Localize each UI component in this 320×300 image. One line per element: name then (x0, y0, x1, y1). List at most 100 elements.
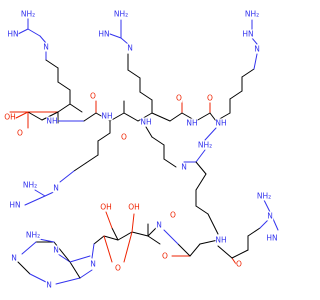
bond (199, 239, 219, 245)
bond (229, 90, 243, 100)
atom-label-text: O (90, 92, 96, 101)
atom-label-background (186, 118, 198, 128)
atom-label-text: HN (9, 201, 20, 210)
bond (137, 112, 153, 122)
atom-label-background (169, 210, 177, 220)
atom-label-text: OH (4, 113, 16, 122)
bond (15, 111, 29, 119)
bond (34, 189, 46, 197)
atom-label-background (215, 118, 227, 128)
bond (253, 53, 258, 70)
atom-label-text: N (127, 44, 133, 53)
bond (53, 241, 71, 263)
atom-label-hn-g4: HN (242, 29, 254, 39)
atom-label-background (175, 93, 183, 103)
atom-label-text: NH₂ (21, 10, 35, 19)
bond (117, 231, 133, 241)
atom-label-oh-acid: OH (4, 112, 16, 122)
bond (263, 199, 271, 213)
atom-label-n-g5: N (180, 162, 188, 172)
bond (147, 227, 157, 237)
bond (251, 37, 258, 45)
bond (151, 136, 165, 146)
bond (217, 245, 233, 259)
bond (17, 28, 29, 35)
atom-label-text: N (90, 260, 96, 269)
bond (231, 257, 237, 265)
bond (169, 112, 183, 122)
atom-label-text: NH₂ (114, 10, 128, 19)
atom-label-background (235, 259, 243, 269)
bond (59, 170, 75, 183)
bond-layer (9, 17, 279, 285)
atom-label-layer: NH₂HNNOHONHONH₂HNNNHONH₂HNNNHONHONH₂HNNN… (4, 9, 278, 290)
atom-label-nh2-g5: NH₂ (197, 140, 213, 150)
bond (17, 261, 31, 275)
bond (195, 149, 206, 163)
atom-label-o-1: O (89, 91, 97, 101)
bond (139, 91, 153, 101)
atom-label-background (206, 93, 214, 103)
atom-label-n-ade3: N (45, 280, 53, 290)
atom-label-background (9, 200, 21, 210)
atom-label-text: O (236, 260, 242, 269)
atom-label-n-g3: N (126, 43, 134, 53)
atom-label-background (25, 230, 41, 240)
bond (69, 103, 83, 113)
bond (27, 28, 41, 37)
atom-label-nh2-ade: NH₂ (25, 230, 41, 240)
atom-label-text: N (156, 221, 162, 230)
atom-label-hn-g3: HN (98, 29, 110, 39)
atom-label-background (128, 202, 140, 212)
bond (127, 69, 141, 79)
bond (207, 213, 219, 235)
bond (21, 241, 37, 255)
bond (91, 243, 95, 259)
bond (24, 195, 46, 206)
atom-label-nh2-g4: NH₂ (244, 9, 260, 19)
atom-label-n-ade2: N (52, 245, 60, 255)
atom-label-text: N (53, 184, 59, 193)
atom-label-hn-g1: HN (7, 29, 19, 39)
atom-label-background (155, 220, 163, 230)
bond (93, 235, 105, 245)
atom-label-text: NH (186, 119, 197, 128)
atom-label-background (242, 29, 254, 39)
bond (73, 162, 87, 172)
bond (195, 205, 209, 215)
atom-label-background (22, 180, 38, 190)
atom-label-background (89, 91, 97, 101)
atom-label-text: N (11, 254, 17, 263)
bond (29, 273, 47, 283)
atom-label-n-ade1: N (10, 253, 18, 263)
bond (55, 277, 81, 285)
bond (109, 33, 122, 39)
atom-label-n-g4: N (253, 44, 261, 54)
atom-label-text: HN (266, 234, 277, 243)
atom-label-text: O (121, 133, 127, 142)
bond (151, 112, 171, 122)
atom-label-n-g2: N (52, 183, 60, 193)
bond (97, 132, 111, 142)
atom-label-background (101, 111, 113, 121)
atom-label-background (197, 140, 213, 150)
atom-label-text: NH₂ (23, 181, 37, 190)
atom-label-nh-6: NH (215, 235, 227, 245)
atom-label-text: NH (46, 117, 57, 126)
bond (131, 213, 135, 233)
atom-label-text: N (43, 43, 49, 52)
atom-label-text: HN (242, 30, 253, 39)
bond (69, 261, 81, 279)
bond (195, 161, 207, 175)
bond (241, 68, 255, 78)
atom-label-o-7: O (235, 259, 243, 269)
bond (209, 112, 217, 122)
atom-label-text: NH (215, 119, 226, 128)
atom-label-o-5: O (161, 251, 169, 261)
atom-label-nh2-g3: NH₂ (113, 9, 129, 19)
atom-label-background (20, 9, 36, 19)
bond (123, 231, 133, 263)
atom-label-background (46, 116, 58, 126)
atom-label-text: O (170, 211, 176, 220)
atom-label-text: N (181, 163, 187, 172)
